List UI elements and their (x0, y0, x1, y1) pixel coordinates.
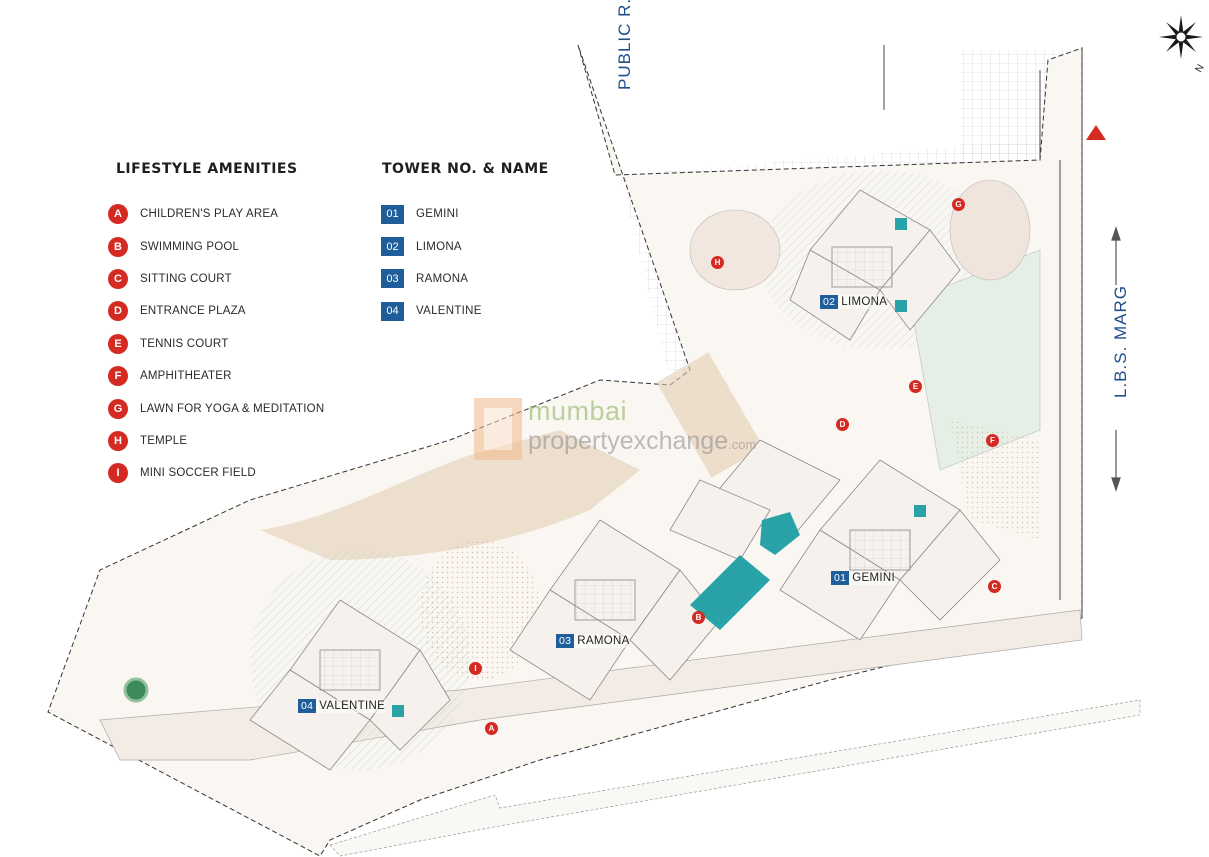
amenity-label: SITTING COURT (140, 272, 232, 285)
map-tower-number: 04 (298, 699, 317, 713)
amenity-label: AMPHITHEATER (140, 370, 232, 383)
map-tower-name: VALENTINE (319, 700, 386, 712)
amenity-legend-item: B SWIMMING POOL (108, 230, 324, 262)
amenity-marker-icon: F (108, 366, 128, 387)
tower-number-badge: 02 (381, 237, 404, 257)
watermark-bottom: propertyexchange (528, 427, 729, 455)
amenities-legend: A CHILDREN'S PLAY AREA B SWIMMING POOL C SI… (108, 198, 324, 490)
road-direction-arrows (1111, 226, 1121, 492)
map-marker-d: D (836, 418, 849, 431)
tower-name-label: RAMONA (416, 272, 469, 285)
tower-legend-item: 04 VALENTINE (381, 295, 482, 327)
amenity-label: MINI SOCCER FIELD (140, 467, 256, 480)
map-tower-name: RAMONA (577, 635, 630, 647)
amenity-legend-item: E TENNIS COURT (108, 328, 324, 360)
entry-arrow-icon (1086, 125, 1106, 140)
map-tower-number: 02 (820, 295, 839, 309)
amenity-legend-item: D ENTRANCE PLAZA (108, 295, 324, 327)
tower-name-label: LIMONA (416, 240, 462, 253)
map-marker-h: H (711, 256, 724, 269)
map-marker-g: G (952, 198, 965, 211)
amenity-legend-item: F AMPHITHEATER (108, 360, 324, 392)
tower-legend-item: 01 GEMINI (381, 198, 482, 230)
amenity-label: TENNIS COURT (140, 337, 229, 350)
north-compass-icon: N (1159, 15, 1205, 75)
road-label-lbs-marg: L.B.S. MARG (1111, 284, 1130, 398)
amenity-marker-icon: C (108, 268, 128, 289)
swimming-pools (392, 218, 926, 717)
tower-legend-item: 02 LIMONA (381, 230, 482, 262)
tower-name-label: GEMINI (416, 208, 459, 221)
amenity-marker-icon: I (108, 463, 128, 484)
amenity-marker-icon: B (108, 236, 128, 257)
amenity-legend-item: A CHILDREN'S PLAY AREA (108, 198, 324, 230)
map-marker-f: F (986, 434, 999, 447)
amenity-label: CHILDREN'S PLAY AREA (140, 208, 279, 221)
amenity-marker-icon: E (108, 333, 128, 354)
amenity-marker-icon: D (108, 301, 128, 322)
tower-name-label: VALENTINE (416, 305, 482, 318)
watermark-house-icon (474, 398, 522, 460)
svg-text:N: N (1194, 63, 1205, 75)
amenities-legend-title: LIFESTYLE AMENITIES (116, 161, 298, 177)
watermark-logo: mumbai propertyexchange.com (474, 398, 756, 460)
tower-number-badge: 03 (381, 269, 404, 289)
amenity-label: ENTRANCE PLAZA (140, 305, 246, 318)
road-label-public-rg: PUBLIC R.G. (615, 0, 634, 90)
amenity-legend-item: H TEMPLE (108, 425, 324, 457)
map-tower-number: 03 (556, 634, 575, 648)
map-tower-name: GEMINI (852, 572, 895, 584)
amenity-label: SWIMMING POOL (140, 240, 240, 253)
towers-legend: 01 GEMINI 02 LIMONA 03 RAMONA 04 VALENTINE (381, 198, 482, 328)
map-marker-b: B (692, 611, 705, 624)
amenity-legend-item: I MINI SOCCER FIELD (108, 457, 324, 489)
amenity-marker-icon: G (108, 398, 128, 419)
towers-legend-title: TOWER NO. & NAME (382, 161, 549, 177)
map-marker-a: A (485, 722, 498, 735)
amenity-marker-icon: H (108, 430, 128, 451)
map-tower-number: 01 (831, 571, 850, 585)
amenity-label: LAWN FOR YOGA & MEDITATION (140, 402, 325, 415)
map-marker-e: E (909, 380, 922, 393)
watermark-suffix: .com (728, 437, 757, 452)
amenity-label: TEMPLE (140, 434, 188, 447)
amenity-legend-item: G LAWN FOR YOGA & MEDITATION (108, 392, 324, 424)
map-marker-c: C (988, 580, 1001, 593)
landscape-pathway (260, 430, 640, 560)
tower-number-badge: 01 (381, 204, 404, 224)
tower-legend-item: 03 RAMONA (381, 263, 482, 295)
watermark-top: mumbai (528, 396, 628, 426)
amenity-marker-icon: A (108, 204, 128, 225)
fountain-feature (123, 677, 149, 703)
map-marker-i: I (469, 662, 482, 675)
tower-number-badge: 04 (381, 301, 404, 321)
map-tower-name: LIMONA (841, 296, 888, 308)
amenity-legend-item: C SITTING COURT (108, 263, 324, 295)
